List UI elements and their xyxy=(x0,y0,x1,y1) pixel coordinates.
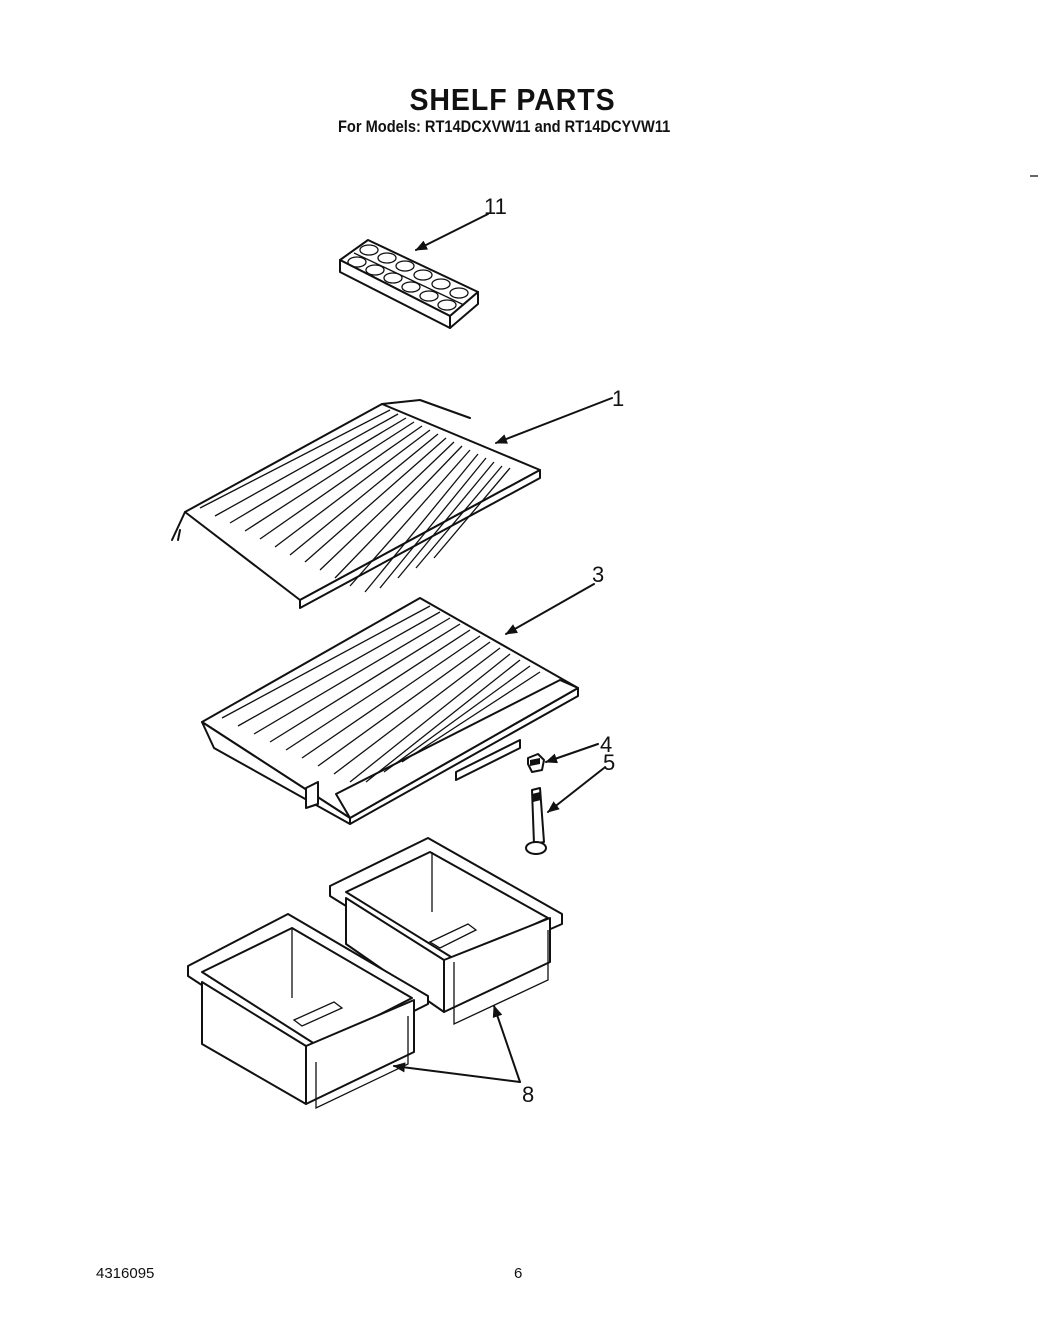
leader-line-4 xyxy=(545,743,599,764)
leader-line-3 xyxy=(505,583,595,635)
callout-4: 4 xyxy=(600,732,612,757)
callout-11: 11 xyxy=(484,194,507,219)
leader-line-1 xyxy=(495,397,613,444)
page-title: SHELF PARTS xyxy=(409,82,616,117)
callout-5: 5 xyxy=(603,750,615,775)
callout-8: 8 xyxy=(522,1082,534,1107)
ice-cube-tray xyxy=(339,239,479,329)
leader-line-11 xyxy=(415,213,489,251)
part-4-fastener xyxy=(527,753,545,773)
wire-shelf xyxy=(171,399,541,609)
callout-3: 3 xyxy=(592,562,604,587)
page-number: 6 xyxy=(514,1265,523,1282)
crisper-pan-rear xyxy=(329,837,563,1026)
crisper-cover xyxy=(201,597,579,825)
leader-line-5 xyxy=(547,767,605,813)
crisper-pan-front xyxy=(187,913,429,1110)
leader-line-8b xyxy=(492,1005,521,1083)
leader-line-8a xyxy=(393,1062,521,1083)
document-number: 4316095 xyxy=(96,1265,155,1282)
callout-1: 1 xyxy=(612,386,624,411)
model-subtitle: For Models: RT14DCXVW11 and RT14DCYVW11 xyxy=(338,117,671,136)
part-5-support xyxy=(525,787,547,855)
